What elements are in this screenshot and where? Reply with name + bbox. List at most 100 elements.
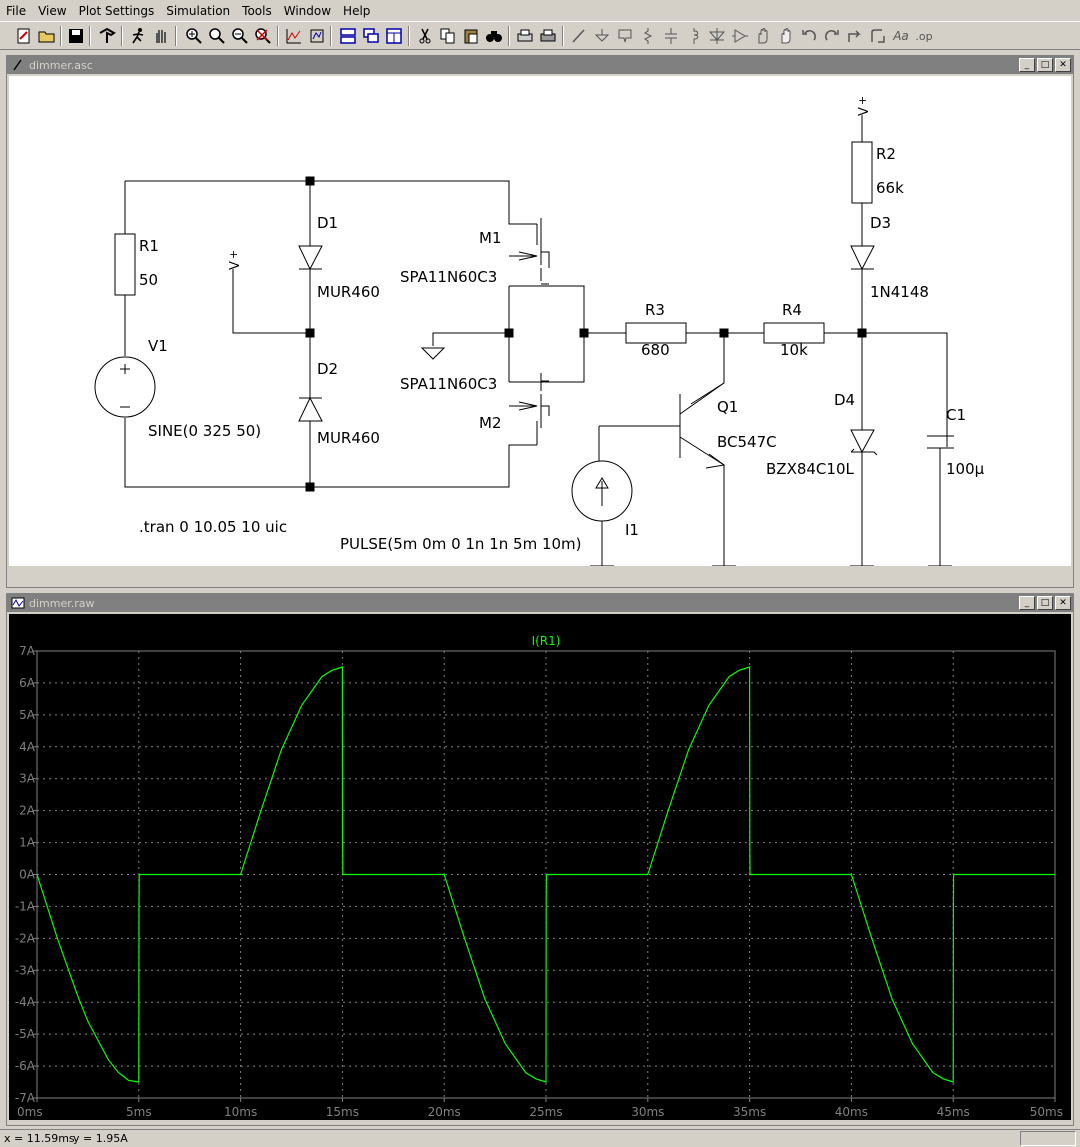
m1-label: M1: [479, 229, 502, 247]
cascade-icon[interactable]: [361, 26, 381, 46]
menu-window[interactable]: Window: [283, 3, 332, 18]
schematic-titlebar: dimmer.asc _ □ ✕: [7, 56, 1073, 74]
x-tick-label: 50ms: [1030, 1105, 1063, 1119]
cursor-y-readout: y = 1.95A: [73, 1132, 128, 1145]
redo-icon[interactable]: [822, 26, 842, 46]
v1-label: V1: [148, 337, 168, 355]
menu-help[interactable]: Help: [343, 3, 371, 18]
drag-icon[interactable]: [776, 26, 796, 46]
open-icon[interactable]: [37, 26, 57, 46]
i1-value: PULSE(5m 0m 0 1n 1n 5m 10m): [340, 535, 582, 553]
component-icon[interactable]: [730, 26, 750, 46]
y-tick-label: 2A: [19, 804, 36, 818]
rotate-icon[interactable]: [845, 26, 865, 46]
menu-file[interactable]: File: [6, 3, 27, 18]
x-tick-label: 45ms: [937, 1105, 970, 1119]
close-button[interactable]: ✕: [1055, 58, 1071, 72]
autorange-icon[interactable]: [284, 26, 304, 46]
new-schematic-icon[interactable]: [14, 26, 34, 46]
menu-plot-settings[interactable]: Plot Settings: [78, 3, 155, 18]
zoom-pan-icon[interactable]: [207, 26, 227, 46]
y-tick-label: 0A: [19, 868, 36, 882]
tile-vertical-icon[interactable]: [384, 26, 404, 46]
x-tick-label: 10ms: [224, 1105, 257, 1119]
x-tick-label: 20ms: [428, 1105, 461, 1119]
inductor-icon[interactable]: [684, 26, 704, 46]
ground-icon[interactable]: [592, 26, 612, 46]
diode-icon[interactable]: [707, 26, 727, 46]
menu-simulation[interactable]: Simulation: [166, 3, 231, 18]
zoom-fit-icon[interactable]: [253, 26, 273, 46]
save-icon[interactable]: [66, 26, 86, 46]
copy-icon[interactable]: [438, 26, 458, 46]
x-tick-label: 0ms: [17, 1105, 43, 1119]
q1-label: Q1: [717, 398, 738, 416]
status-bar: x = 11.59ms y = 1.95A: [0, 1129, 1080, 1147]
x-tick-label: 15ms: [326, 1105, 359, 1119]
capacitor-icon[interactable]: [661, 26, 681, 46]
x-tick-label: 25ms: [529, 1105, 562, 1119]
paste-icon[interactable]: [461, 26, 481, 46]
y-tick-label: -5A: [15, 1027, 36, 1041]
cut-icon[interactable]: [415, 26, 435, 46]
m1-value: SPA11N60C3: [400, 268, 497, 286]
print-icon[interactable]: [538, 26, 558, 46]
plot-minimize-button[interactable]: _: [1019, 596, 1035, 610]
view-fft-icon[interactable]: [307, 26, 327, 46]
move-icon[interactable]: [753, 26, 773, 46]
plot-maximize-button[interactable]: □: [1037, 596, 1053, 610]
y-tick-label: 5A: [19, 708, 36, 722]
vplus-label-2: V: [857, 107, 872, 116]
maximize-button[interactable]: □: [1037, 58, 1053, 72]
mirror-icon[interactable]: [868, 26, 888, 46]
minimize-button[interactable]: _: [1019, 58, 1035, 72]
label-icon[interactable]: [615, 26, 635, 46]
halt-icon[interactable]: [151, 26, 171, 46]
spice-directive-icon[interactable]: .op: [915, 29, 933, 43]
tran-directive: .tran 0 10.05 10 uic: [139, 518, 287, 536]
run-icon[interactable]: [128, 26, 148, 46]
plot-titlebar: dimmer.raw _ □ ✕: [7, 594, 1073, 612]
tile-horizontal-icon[interactable]: [338, 26, 358, 46]
d1-label: D1: [317, 214, 338, 232]
zoom-out-icon[interactable]: [230, 26, 250, 46]
r3-value: 680: [641, 341, 670, 359]
c1-value: 100µ: [946, 460, 985, 478]
y-tick-label: -2A: [15, 931, 36, 945]
d2-value: MUR460: [317, 429, 380, 447]
undo-icon[interactable]: [799, 26, 819, 46]
plot-close-button[interactable]: ✕: [1055, 596, 1071, 610]
m2-label: M2: [479, 414, 502, 432]
d2-label: D2: [317, 360, 338, 378]
resistor-icon[interactable]: [638, 26, 658, 46]
menu-tools[interactable]: Tools: [242, 3, 272, 18]
y-tick-label: -1A: [15, 899, 36, 913]
plot-title: dimmer.raw: [29, 596, 95, 610]
vplus-label-1: V: [228, 261, 243, 270]
status-grip: [1020, 1131, 1076, 1146]
zoom-in-icon[interactable]: [184, 26, 204, 46]
menu-view[interactable]: View: [38, 3, 67, 18]
toolbar: Aa .op: [0, 21, 1080, 50]
cursor-x-readout: x = 11.59ms: [4, 1132, 75, 1145]
y-tick-label: -7A: [15, 1091, 36, 1105]
x-tick-label: 5ms: [126, 1105, 152, 1119]
c1-label: C1: [946, 406, 966, 424]
x-tick-label: 35ms: [733, 1105, 766, 1119]
x-tick-label: 30ms: [631, 1105, 664, 1119]
y-tick-label: 1A: [19, 836, 36, 850]
schematic-canvas[interactable]: R1 50 V1 SINE(0 325 50) D1 MUR460 D2 MUR…: [9, 76, 1071, 577]
print-preview-icon[interactable]: [515, 26, 535, 46]
waveform-chart: 7A6A5A4A3A2A1A0A-1A-2A-3A-4A-5A-6A-7A0ms…: [15, 634, 1063, 1119]
text-icon[interactable]: Aa: [893, 29, 909, 43]
r1-value: 50: [139, 271, 158, 289]
d3-value: 1N4148: [870, 283, 929, 301]
x-tick-label: 40ms: [835, 1105, 868, 1119]
v1-value: SINE(0 325 50): [148, 422, 261, 440]
wire-icon[interactable]: [569, 26, 589, 46]
trace-title: I(R1): [532, 634, 561, 648]
control-panel-icon[interactable]: [97, 26, 117, 46]
y-tick-label: -4A: [15, 995, 36, 1009]
find-icon[interactable]: [484, 26, 504, 46]
